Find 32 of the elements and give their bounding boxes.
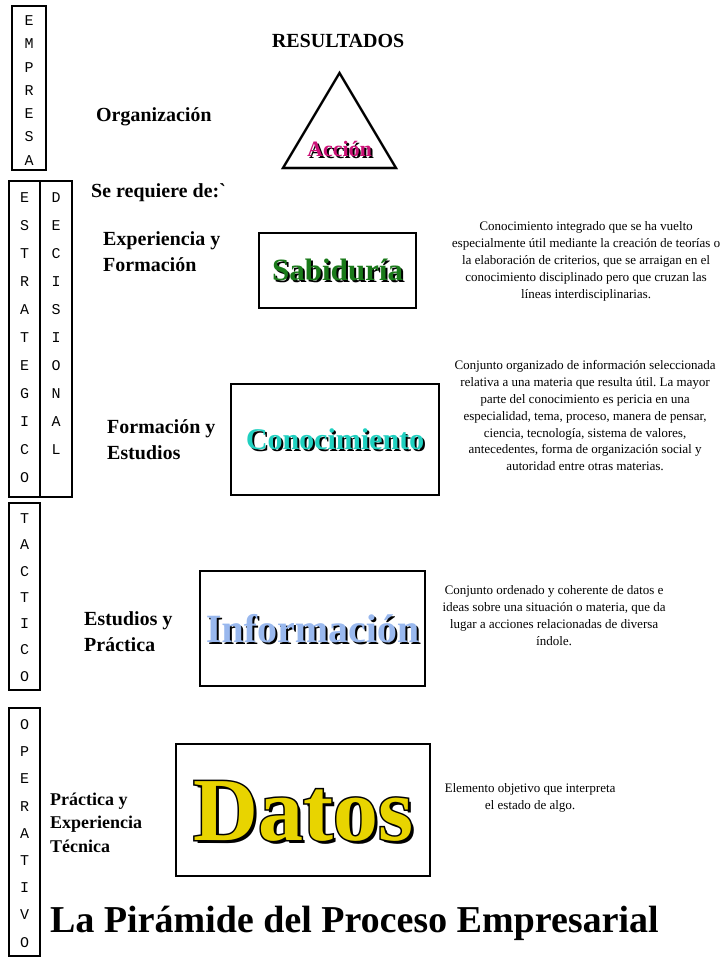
level-band bbox=[8, 180, 41, 498]
concept-box bbox=[175, 743, 431, 877]
level-word: Información bbox=[206, 606, 420, 650]
level-word: Conocimiento bbox=[246, 423, 424, 456]
description-text: Conjunto organizado de información seleccionada relativa a una materia que resulta útil. La mayor parte del conocimiento es pericia en una especialidad, tema, proceso, manera de pensar, ciencia, tecnología, sistema de valores, antecedentes, forma de organización social y autoridad entre otras materias. bbox=[453, 357, 717, 476]
side-label: Formación y Estudios bbox=[107, 415, 216, 466]
side-label: Experiencia y Formación bbox=[103, 227, 222, 278]
side-label: Estudios y Práctica bbox=[84, 607, 174, 658]
description-text: Conocimiento integrado que se ha vuelto especialmente útil mediante la creación de teorías o la elaboración de criterios, que se arraigan en el conocimiento disciplinado pero que cruzan las líneas interdisciplinarias. bbox=[450, 218, 722, 302]
side-label: Práctica y Experiencia Técnica bbox=[50, 788, 143, 858]
action-triangle bbox=[282, 72, 397, 169]
level-band bbox=[8, 707, 41, 957]
band-label: ESTRATEGICO bbox=[18, 189, 30, 489]
level-band bbox=[39, 180, 73, 498]
level-word: Datos bbox=[193, 760, 413, 860]
band-label: OPERATIVO bbox=[18, 716, 30, 954]
description-text: Conjunto ordenado y coherente de datos e ideas sobre una situación o materia, que da lugar a acciones relacionadas de diversa índole. bbox=[441, 582, 667, 650]
band-label: EMPRESA bbox=[23, 12, 34, 169]
level-word: Acción bbox=[307, 136, 372, 161]
concept-box bbox=[199, 570, 426, 687]
page-title: La Pirámide del Proceso Empresarial bbox=[50, 898, 659, 942]
band-label: TACTICO bbox=[18, 510, 30, 688]
side-label: Se requiere de:` bbox=[91, 179, 227, 204]
concept-box bbox=[258, 232, 417, 309]
side-label: Organización bbox=[96, 103, 213, 128]
level-band bbox=[8, 502, 41, 691]
side-label: RESULTADOS bbox=[270, 29, 406, 54]
band-label: DECISIONAL bbox=[50, 189, 62, 461]
description-text: Elemento objetivo que interpreta el estado de algo. bbox=[444, 780, 616, 814]
concept-box bbox=[230, 383, 440, 496]
level-band bbox=[11, 5, 47, 171]
level-word: Sabiduría bbox=[272, 253, 403, 288]
